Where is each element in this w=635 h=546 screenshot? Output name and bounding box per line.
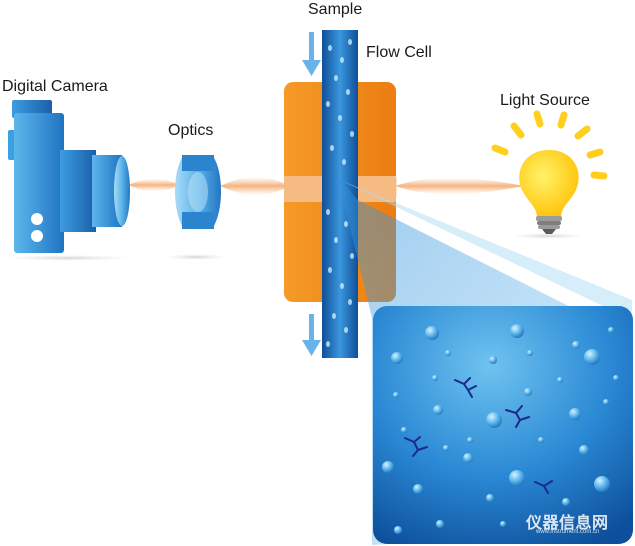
optics-shadow bbox=[164, 254, 228, 260]
light-source-label: Light Source bbox=[500, 92, 590, 109]
bulb-shadow bbox=[510, 233, 586, 239]
camera-icon bbox=[8, 100, 130, 253]
channel-droplets bbox=[326, 39, 354, 347]
flow-arrow-down-icon bbox=[302, 314, 321, 356]
flow-arrow-down-icon bbox=[302, 32, 321, 76]
lens-icon bbox=[175, 155, 221, 229]
optics-label: Optics bbox=[168, 122, 214, 139]
particle-icon bbox=[404, 377, 553, 494]
sample-label: Sample bbox=[308, 1, 363, 18]
camera-shadow bbox=[3, 255, 133, 261]
magnification-cone-highlight bbox=[340, 180, 632, 320]
watermark-logo: 仪器信息网 bbox=[526, 515, 609, 532]
watermark-url: www.instrument.com.cn bbox=[536, 529, 600, 535]
flow-cell-label: Flow Cell bbox=[366, 44, 432, 61]
magnified-view-inset bbox=[373, 306, 633, 544]
digital-camera-label: Digital Camera bbox=[2, 78, 108, 95]
light-bulb-icon bbox=[491, 110, 608, 234]
droplet-icon bbox=[382, 324, 619, 534]
